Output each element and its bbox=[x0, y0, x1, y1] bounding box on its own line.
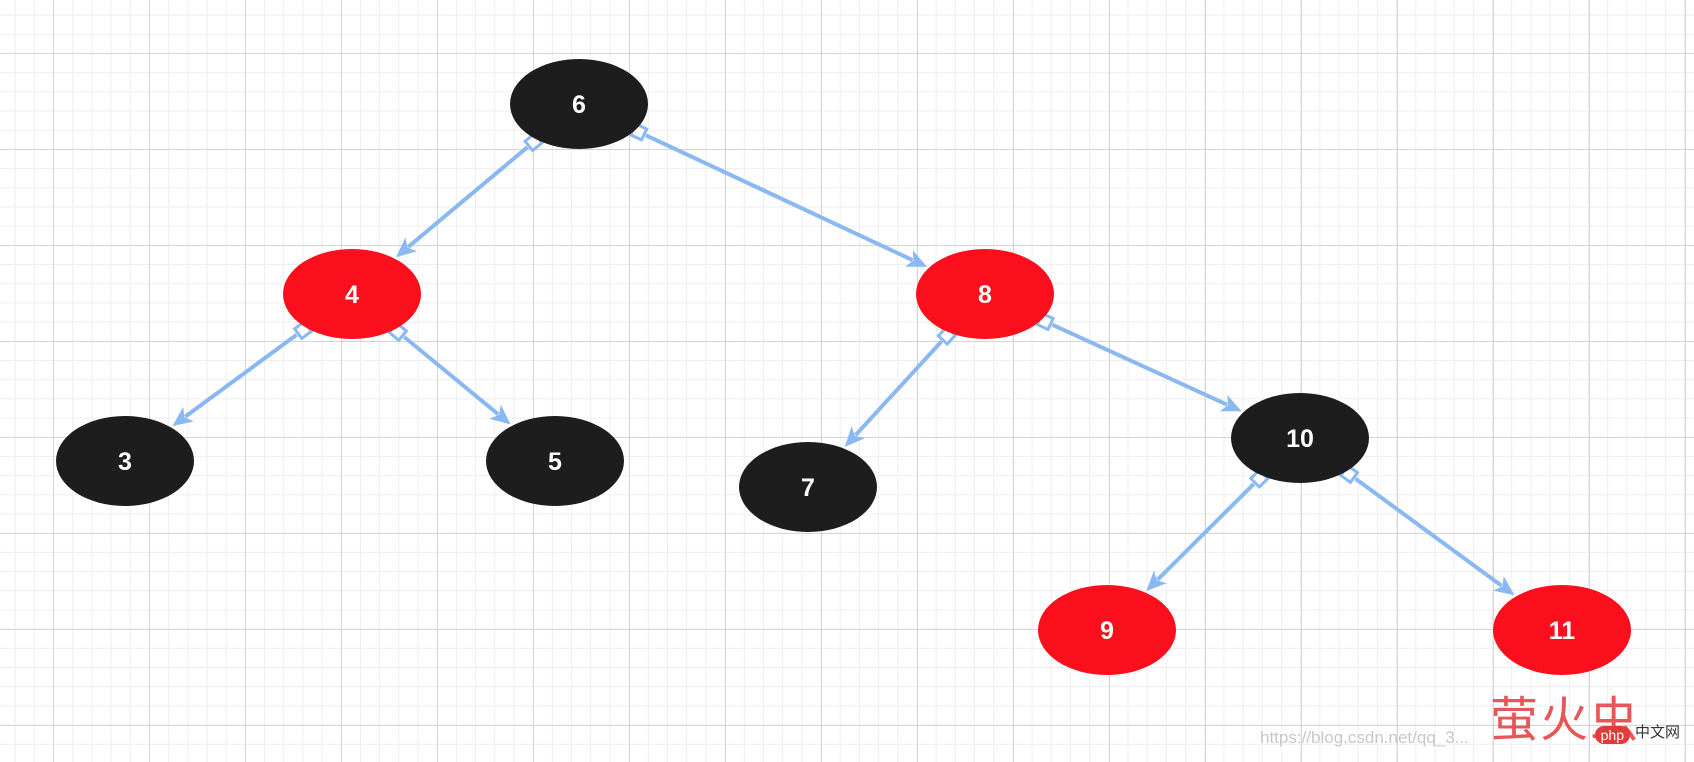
arrowhead bbox=[395, 237, 418, 258]
tree-node-7: 7 bbox=[739, 442, 877, 532]
node-label: 4 bbox=[345, 281, 359, 309]
tree-node-6: 6 bbox=[510, 59, 648, 149]
edge-n8-n7 bbox=[844, 324, 958, 447]
tree-node-5: 5 bbox=[486, 416, 624, 506]
watermark-site-name: 中文网 bbox=[1634, 723, 1680, 741]
arrowhead bbox=[1493, 576, 1515, 596]
tree-node-4: 4 bbox=[283, 249, 421, 339]
arrowhead bbox=[489, 404, 511, 425]
watermark-badge: php bbox=[1594, 726, 1630, 744]
node-ellipse-red bbox=[1493, 585, 1631, 675]
tree-node-10: 10 bbox=[1231, 393, 1369, 483]
edge-n6-n8 bbox=[628, 121, 928, 267]
tree-node-9: 9 bbox=[1038, 585, 1176, 675]
edge-n6-n4 bbox=[395, 131, 545, 258]
edge-n10-n9 bbox=[1146, 467, 1270, 591]
edge-line bbox=[854, 340, 943, 437]
node-ellipse-red bbox=[916, 249, 1054, 339]
tree-node-11: 11 bbox=[1493, 585, 1631, 675]
edge-n4-n3 bbox=[172, 319, 314, 427]
arrowhead bbox=[172, 407, 194, 427]
node-label: 3 bbox=[118, 448, 132, 476]
edge-line bbox=[645, 133, 914, 262]
node-ellipse-black bbox=[486, 416, 624, 506]
tree-node-3: 3 bbox=[56, 416, 194, 506]
nodes-layer: 6 4 8 3 5 7 10 9 11 bbox=[56, 59, 1631, 675]
edge-n4-n5 bbox=[387, 321, 511, 425]
node-label: 10 bbox=[1286, 425, 1314, 453]
edge-line bbox=[402, 335, 500, 416]
edge-line bbox=[406, 145, 529, 249]
arrowhead bbox=[1219, 394, 1242, 412]
node-label: 5 bbox=[548, 448, 562, 476]
node-ellipse-black bbox=[1231, 393, 1369, 483]
node-ellipse-red bbox=[1038, 585, 1176, 675]
edge-n8-n10 bbox=[1035, 311, 1242, 412]
node-ellipse-black bbox=[56, 416, 194, 506]
arrowhead bbox=[844, 426, 865, 447]
edge-line bbox=[184, 333, 298, 419]
node-label: 11 bbox=[1549, 617, 1576, 645]
arrowhead bbox=[1146, 570, 1167, 591]
node-label: 8 bbox=[978, 281, 992, 309]
node-label: 6 bbox=[572, 91, 586, 119]
edge-line bbox=[1354, 477, 1503, 588]
watermark-url: https://blog.csdn.net/qq_3... bbox=[1260, 728, 1469, 747]
edge-line bbox=[1051, 322, 1228, 407]
edges-layer bbox=[172, 121, 1515, 596]
tree-node-8: 8 bbox=[916, 249, 1054, 339]
node-ellipse-black bbox=[739, 442, 877, 532]
node-ellipse-red bbox=[283, 249, 421, 339]
edge-line bbox=[1156, 482, 1256, 582]
node-ellipse-black bbox=[510, 59, 648, 149]
watermark: https://blog.csdn.net/qq_3... 萤火虫 php 中文… bbox=[1260, 684, 1680, 754]
node-label: 7 bbox=[801, 474, 815, 502]
arrowhead bbox=[905, 250, 928, 267]
edge-n10-n11 bbox=[1338, 463, 1515, 596]
node-label: 9 bbox=[1100, 617, 1114, 645]
